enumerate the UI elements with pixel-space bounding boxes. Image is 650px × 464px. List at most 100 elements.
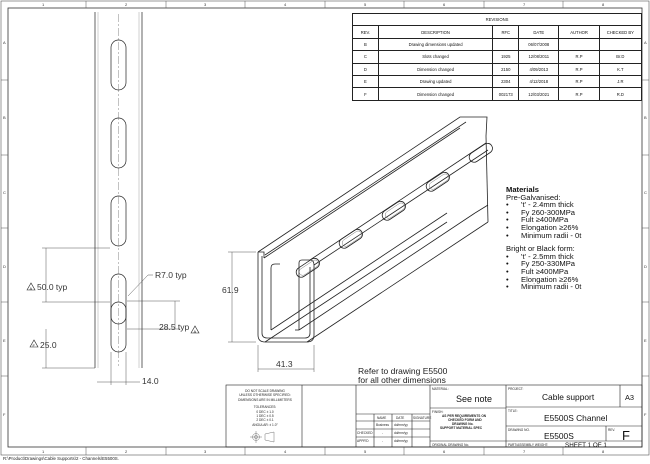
rev-cell: D [352,62,379,76]
flag-a2-label: A [193,329,197,334]
finish-line1: AS PER REQUIREMENTS ON [442,414,487,418]
rev-col-header: AUTHOR [558,25,600,39]
finish-line4: SUPPORT MATERIAL SPEC [440,426,483,430]
list-item: Minimum radii - 0t [506,231,581,240]
rev-cell: Drawing updated [377,74,494,89]
rev-cell: 12/03/2021 [518,87,560,101]
rev-col-header: REV. [352,25,379,39]
revisions-table: REVISIONS REV. DESCRIPTION RFC DATE AUTH… [352,12,643,101]
rev-cell: Dimension changed [377,87,494,101]
drawing-no-label: DRAWING NO. [508,428,530,432]
zone-row-d-right: D [644,264,647,269]
zone-row-b-right: B [644,115,647,120]
zone-col-4-bottom: 4 [284,449,287,454]
drawn-name: Business [376,423,389,427]
tolerances-label: TOLERANCES: [253,405,277,410]
zone-col-1-bottom: 1 [42,449,45,454]
list-item: Elongation ≥26% [506,275,581,284]
list-item: Fy 250-330MPa [506,260,581,268]
zone-row-a: A [3,40,6,45]
drawn-date: dd/mm/yy [394,423,408,427]
rev-col-header: RFC [492,25,520,39]
checked-name: - [382,431,384,435]
zone-col-3-bottom: 3 [204,449,207,454]
rev-cell [492,37,520,52]
zone-col-6-bottom: 6 [443,449,446,454]
zone-col-7: 7 [523,2,526,7]
revisions-title: REVISIONS [352,12,642,27]
rev-cell: E [352,74,379,89]
materials-note: Materials Pre-Galvanised: 't' - 2.4mm th… [506,186,581,291]
units-note2: DIMENSIONS ARE IN MILLIMETERS [238,397,292,402]
rev-cell: R.D [598,87,643,101]
scale-note: DO NOT SCALE DRAWING [245,389,285,393]
zone-col-4: 4 [284,2,287,7]
zone-col-2: 2 [125,2,128,7]
isometric-channel [228,116,493,372]
rev-cell: B [352,37,379,52]
zone-row-e-right: E [644,338,647,343]
rev-cell: 12/08/2011 [518,50,560,64]
pre-galv-list: 't' - 2.4mm thick Fy 260-300MPa Fult ≥40… [506,201,581,239]
tolerance-2: 1 DEC ± 0.5 [256,414,274,419]
finish-block: FINISH: AS PER REQUIREMENTS ON CHECKED F… [432,410,506,430]
col-name: NAME [377,416,387,420]
pre-galv-title: Pre-Galvanised: [506,192,561,202]
flag-f-label: F [32,343,35,348]
zone-col-7-bottom: 7 [523,449,526,454]
zone-col-5: 5 [364,2,367,7]
reference-note-line2: for all other dimensions [358,374,446,385]
sheet-size: A3 [625,393,635,402]
col-signature: SIGNATURE [413,416,432,420]
rev-cell: 4/09/2013 [518,62,560,76]
drawing-number: E5500S [544,431,574,441]
approved-date: dd/mm/yy [394,439,408,443]
zone-row-c-right: C [644,190,647,195]
list-item: Fult ≥400MPa [506,216,581,224]
tolerance-3: 2 DEC ± 0.1 [256,418,274,423]
rev-cell [558,37,600,52]
rev-cell: R.P [558,74,600,89]
zone-row-b: B [3,115,6,120]
dim-end-distance: 25.0 [40,340,57,350]
rev-cell: 002173 [492,87,520,101]
list-item: Fult ≥400MPa [506,268,581,276]
file-path: R:\Product\Drawings\Cable Supports\2 - C… [3,456,119,461]
dim-slot-length: 50.0 typ [37,282,68,292]
zone-row-c: C [3,190,6,195]
zone-row-f-right: F [644,412,647,417]
zone-col-5-bottom: 5 [364,449,367,454]
col-date: DATE [396,416,405,420]
reference-note-line1: Refer to drawing E5500 [358,366,448,376]
dim-radius: R7.0 typ [155,270,187,280]
rev-cell: 1925 [492,50,520,64]
rev-cell: F [352,87,379,101]
revision-letter: F [622,428,630,443]
zone-row-f: F [3,412,6,417]
zone-row-d: D [3,264,6,269]
rev-cell: Drawing dimensions updated [377,37,494,52]
rev-cell: 4/12/2018 [518,74,560,89]
sheet-number: SHEET 1 OF 1 [565,441,607,449]
tolerance-1: 0 DEC ± 1.0 [256,409,274,414]
zone-col-6: 6 [443,2,446,7]
zone-col-3: 3 [204,2,207,7]
list-item: Fy 260-300MPa [506,209,581,217]
material-label: MATERIAL: [432,387,449,391]
list-item: 't' - 2.5mm thick [506,253,581,261]
rev-cell: 2150 [492,62,520,76]
rev-cell: Dimension changed [377,62,494,76]
rev-cell: 06/07/2008 [518,37,560,52]
rev-cell: Slots changed [377,50,494,64]
zone-col-8: 8 [602,2,605,7]
rev-label: REV. [608,428,616,432]
flag-a-label: A [29,286,33,291]
finish-label: FINISH: [432,410,444,414]
finish-line3: DRAWING No. [452,422,474,426]
bright-title: Bright or Black form: [506,244,575,254]
